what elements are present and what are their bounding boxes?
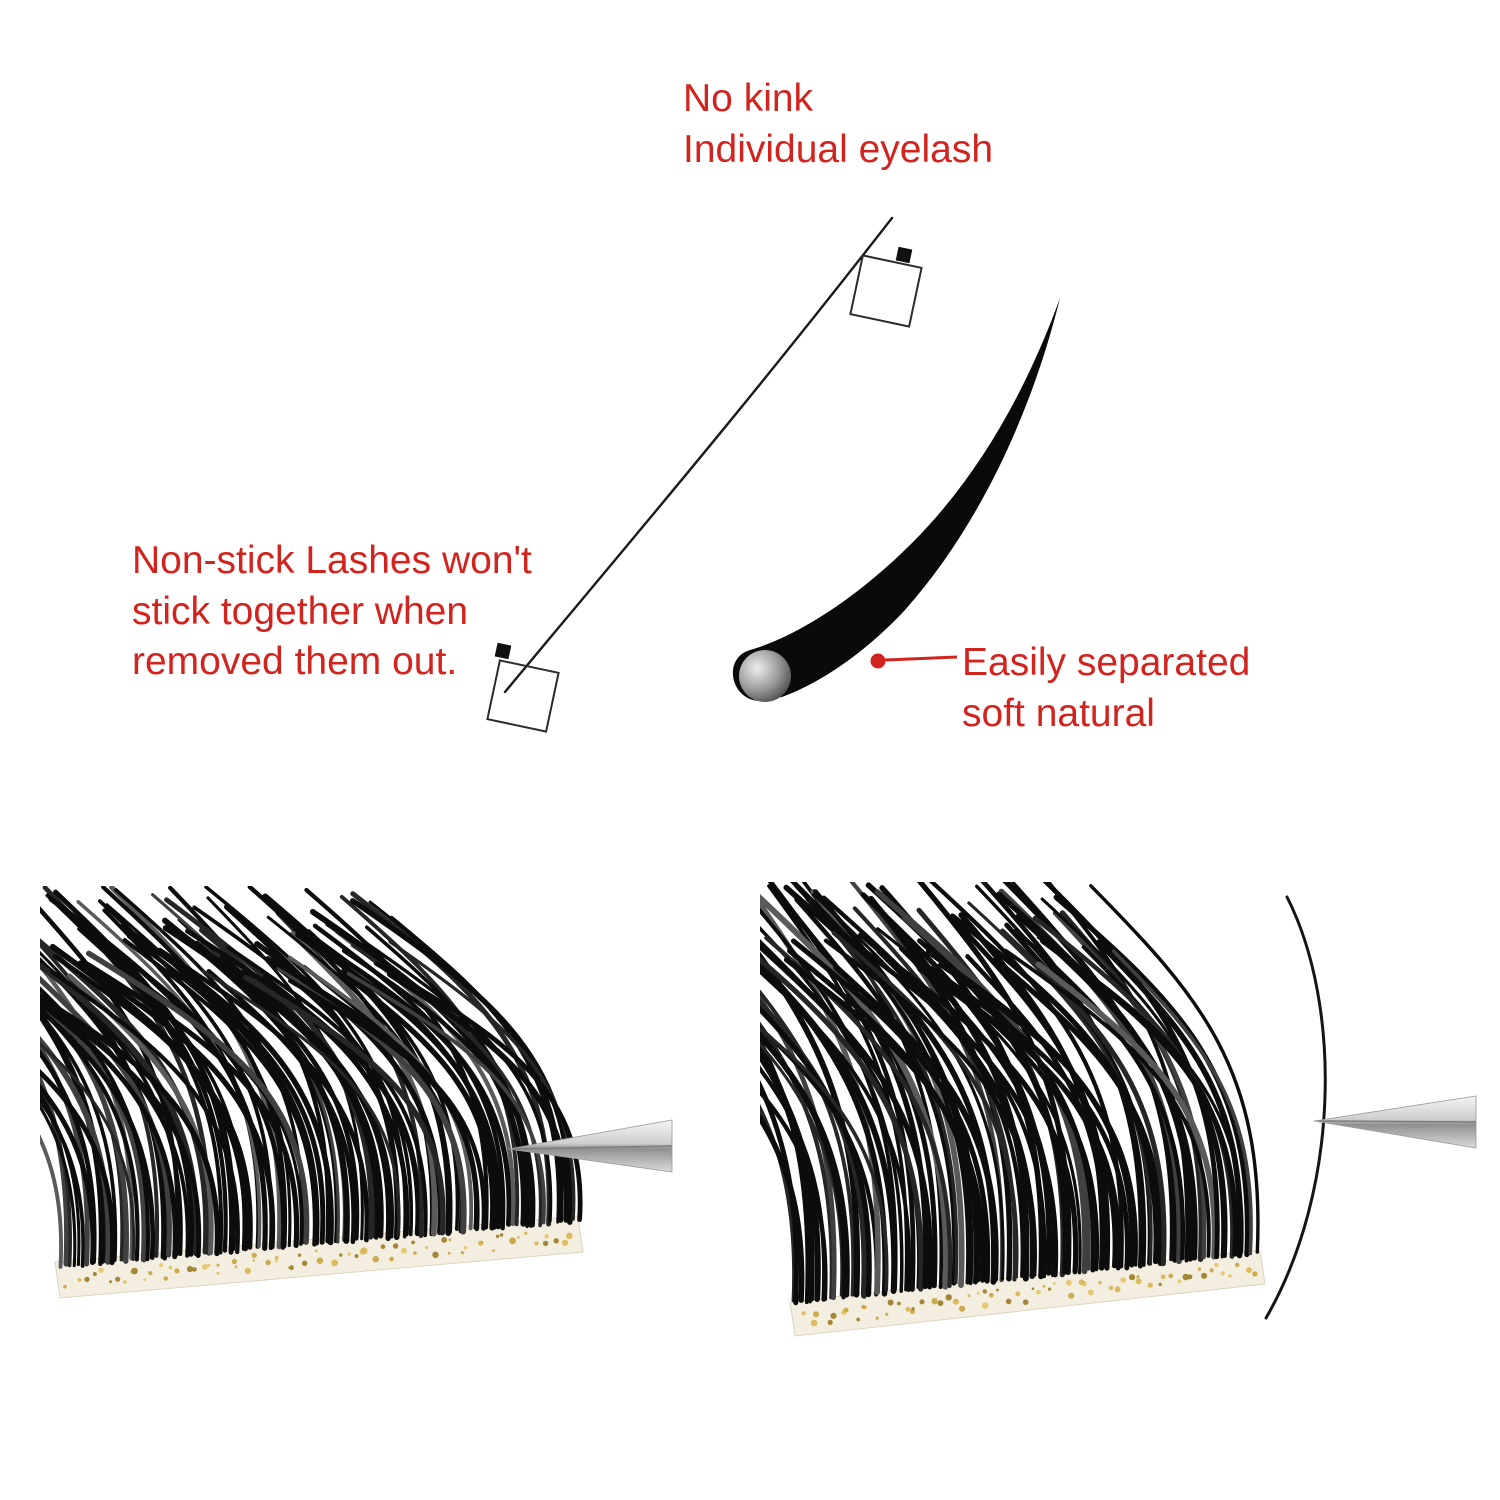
glitter-dots	[63, 1231, 573, 1289]
lash-root-end	[739, 650, 791, 702]
no-kink-line2: Individual eyelash	[683, 127, 994, 171]
lash-strands	[40, 886, 583, 1269]
right-lash-tray-photo	[760, 882, 1477, 1337]
left-lash-tray-photo	[40, 886, 673, 1299]
glitter-dots	[801, 1262, 1258, 1327]
lash-strands	[760, 882, 1260, 1306]
tweezers-icon	[1313, 1095, 1477, 1149]
zoom-handle-icon	[494, 642, 512, 660]
non-stick-line1: Non-stick Lashes won't	[132, 539, 532, 582]
no-kink-line1: No kink	[683, 77, 814, 120]
no-kink-label: No kink Individual eyelash	[683, 74, 993, 175]
single-lash-diagram	[486, 216, 1060, 733]
zoom-square-icon	[849, 254, 923, 328]
easily-separated-label: Easily separated soft natural	[962, 638, 1250, 739]
tweezers-icon	[507, 1119, 673, 1173]
non-stick-line3: removed them out.	[132, 640, 458, 684]
zoom-square-icon	[486, 659, 560, 733]
zoom-handle-icon	[895, 246, 913, 264]
non-stick-label: Non-stick Lashes won't stick together wh…	[132, 536, 532, 688]
separated-line1: Easily separated	[962, 641, 1251, 684]
separated-line2: soft natural	[962, 691, 1155, 735]
thin-lash-curve	[503, 216, 894, 694]
separated-lash-curve	[1264, 895, 1327, 1320]
callout-line	[884, 655, 958, 662]
callout-dot	[870, 653, 886, 669]
non-stick-line2: stick together when	[132, 589, 469, 633]
